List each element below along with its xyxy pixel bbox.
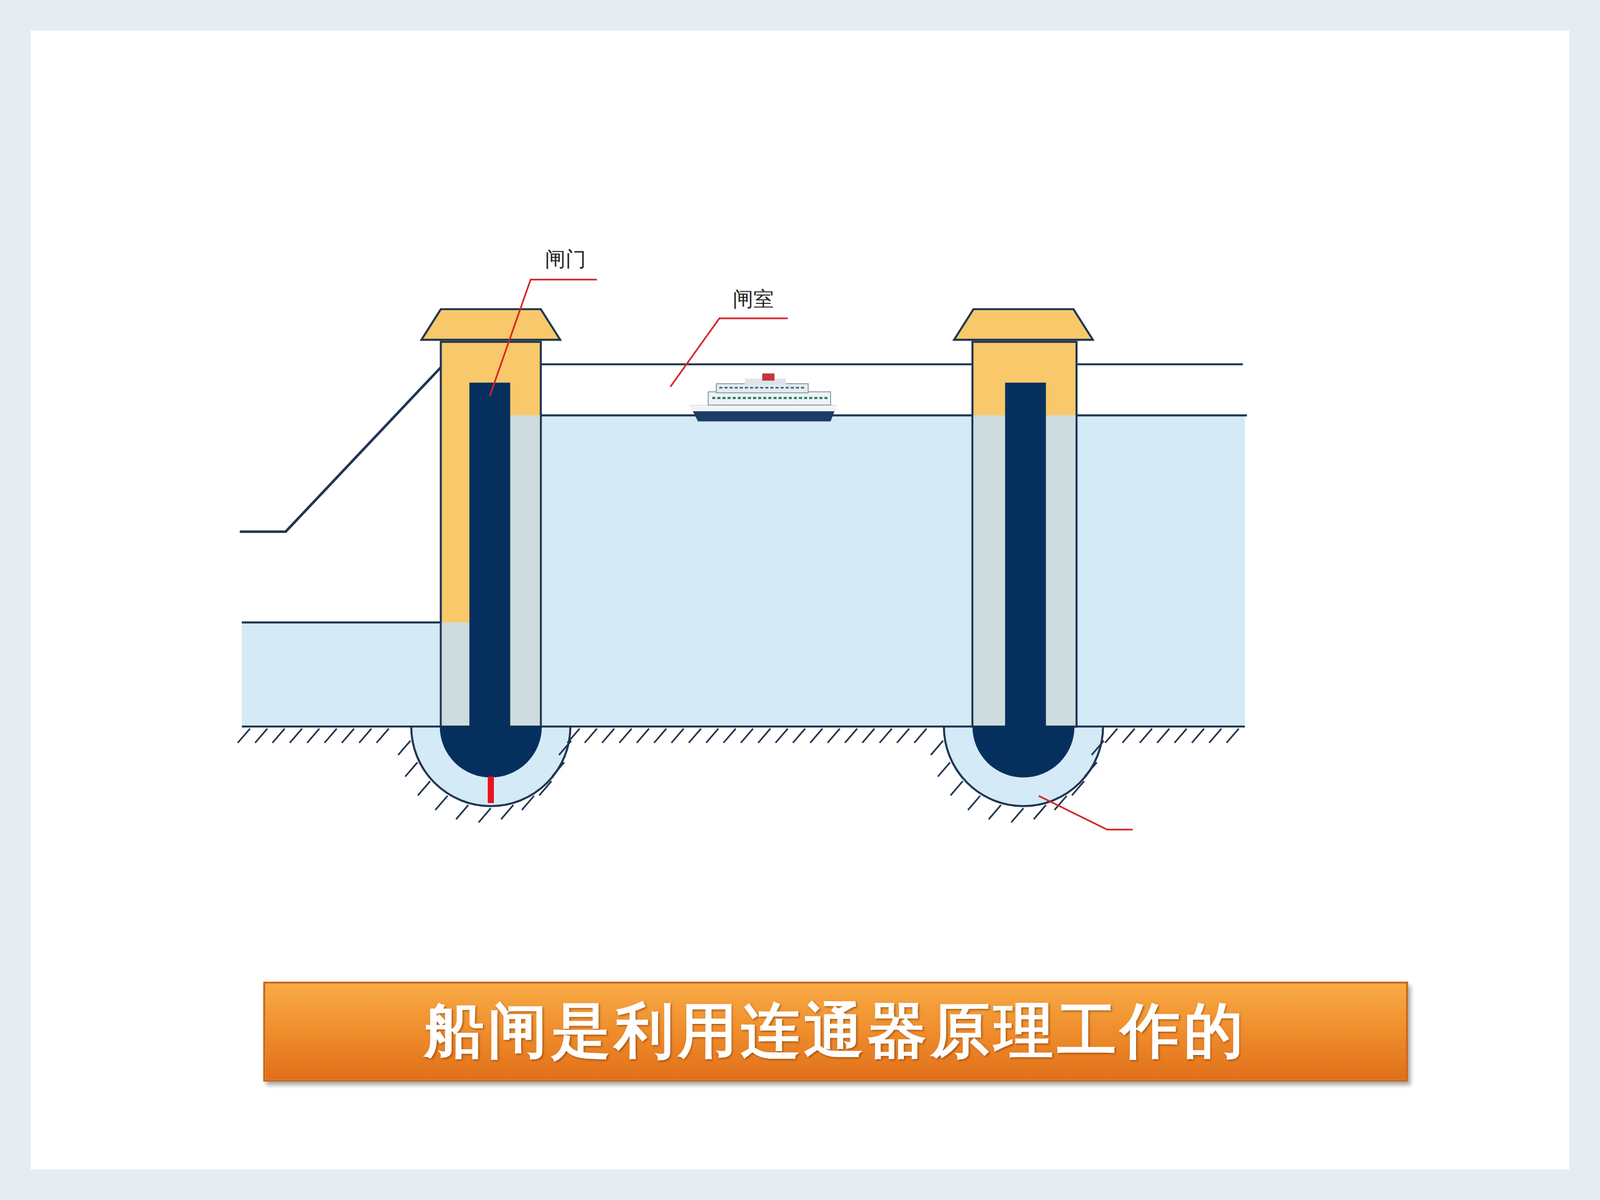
hatch-stroke — [723, 728, 736, 743]
hatch-stroke — [1071, 781, 1084, 796]
ground-line — [241, 725, 412, 728]
leader-line — [1038, 796, 1133, 830]
bank-line — [540, 363, 1243, 366]
hatch-stroke — [501, 805, 514, 820]
pier-under-water — [973, 415, 1005, 726]
part-label: 闸门 — [545, 247, 586, 270]
hatch-stroke — [290, 728, 303, 743]
hatch-stroke — [1105, 728, 1118, 743]
leader-line — [670, 318, 788, 387]
hatch-stroke — [398, 740, 411, 755]
hatch-stroke — [1191, 728, 1204, 743]
hatch-stroke — [435, 795, 448, 810]
hatch-stroke — [937, 762, 950, 777]
hatch-stroke — [775, 728, 788, 743]
hatch-stroke — [1209, 728, 1222, 743]
hatch-stroke — [671, 728, 684, 743]
hatch-stroke — [324, 728, 337, 743]
left-gate — [440, 382, 543, 778]
ship — [690, 373, 837, 422]
hatch-stroke — [584, 728, 597, 743]
hatch-stroke — [307, 728, 320, 743]
hatch-stroke — [619, 728, 632, 743]
hatch-stroke — [1011, 808, 1024, 823]
hatch-stroke — [706, 728, 719, 743]
hatch-stroke — [272, 728, 285, 743]
valve-mark — [487, 776, 494, 804]
hatch-stroke — [478, 808, 491, 823]
hatch-stroke — [1091, 740, 1104, 755]
right-gate — [972, 382, 1075, 778]
ground-hatching — [237, 728, 1239, 823]
chamber-water — [510, 415, 1245, 727]
hatch-stroke — [417, 781, 430, 796]
hatch-stroke — [988, 805, 1002, 820]
pier-under-water — [510, 415, 540, 726]
right-pier-cap — [953, 309, 1093, 340]
hatch-stroke — [376, 728, 389, 743]
hatch-stroke — [359, 728, 372, 743]
hatch-stroke — [879, 728, 892, 743]
leader-line — [490, 279, 598, 396]
hatch-stroke — [1174, 728, 1187, 743]
slope-line — [240, 367, 442, 532]
hatch-stroke — [539, 781, 552, 796]
hatch-stroke — [914, 728, 927, 743]
hatch-stroke — [456, 805, 469, 820]
hatch-stroke — [1140, 728, 1153, 743]
slide-panel — [30, 30, 1570, 1170]
downstream-level-line — [241, 621, 441, 624]
hatch-stroke — [930, 740, 943, 755]
hatch-stroke — [1122, 728, 1135, 743]
hatch-stroke — [792, 728, 805, 743]
hatch-stroke — [1084, 762, 1097, 777]
part-label: 闸室 — [732, 287, 774, 310]
pier-under-water — [441, 622, 470, 726]
hatch-stroke — [653, 728, 667, 743]
hatch-stroke — [967, 795, 980, 810]
hatch-stroke — [950, 781, 963, 796]
hatch-stroke — [521, 795, 534, 810]
hatch-stroke — [862, 728, 875, 743]
hatch-stroke — [845, 728, 858, 743]
banner-text: 船闸是利用连通器原理工作的 — [424, 991, 1247, 1072]
caption-banner: 船闸是利用连通器原理工作的 — [263, 981, 1409, 1082]
hatch-stroke — [1226, 728, 1239, 743]
left-pier-cap — [421, 309, 561, 340]
hatch-stroke — [255, 728, 268, 743]
hatch-stroke — [558, 740, 572, 755]
hatch-stroke — [827, 728, 840, 743]
hatch-stroke — [405, 762, 418, 777]
hatch-stroke — [758, 728, 771, 743]
pier-under-water — [1046, 415, 1076, 726]
water-level-line — [510, 414, 1247, 417]
hatch-stroke — [740, 728, 753, 743]
hatch-stroke — [810, 728, 823, 743]
hatch-stroke — [602, 728, 615, 743]
hatch-stroke — [567, 728, 580, 743]
downstream-water — [241, 622, 446, 727]
hatch-stroke — [636, 728, 649, 743]
hatch-stroke — [341, 728, 354, 743]
hatch-stroke — [1033, 805, 1047, 820]
hatch-stroke — [896, 728, 909, 743]
ground-line — [1103, 725, 1245, 728]
ground-line — [570, 725, 944, 728]
hatch-stroke — [1157, 728, 1170, 743]
hatch-stroke — [688, 728, 702, 743]
hatch-stroke — [551, 762, 564, 777]
hatch-stroke — [237, 728, 250, 743]
